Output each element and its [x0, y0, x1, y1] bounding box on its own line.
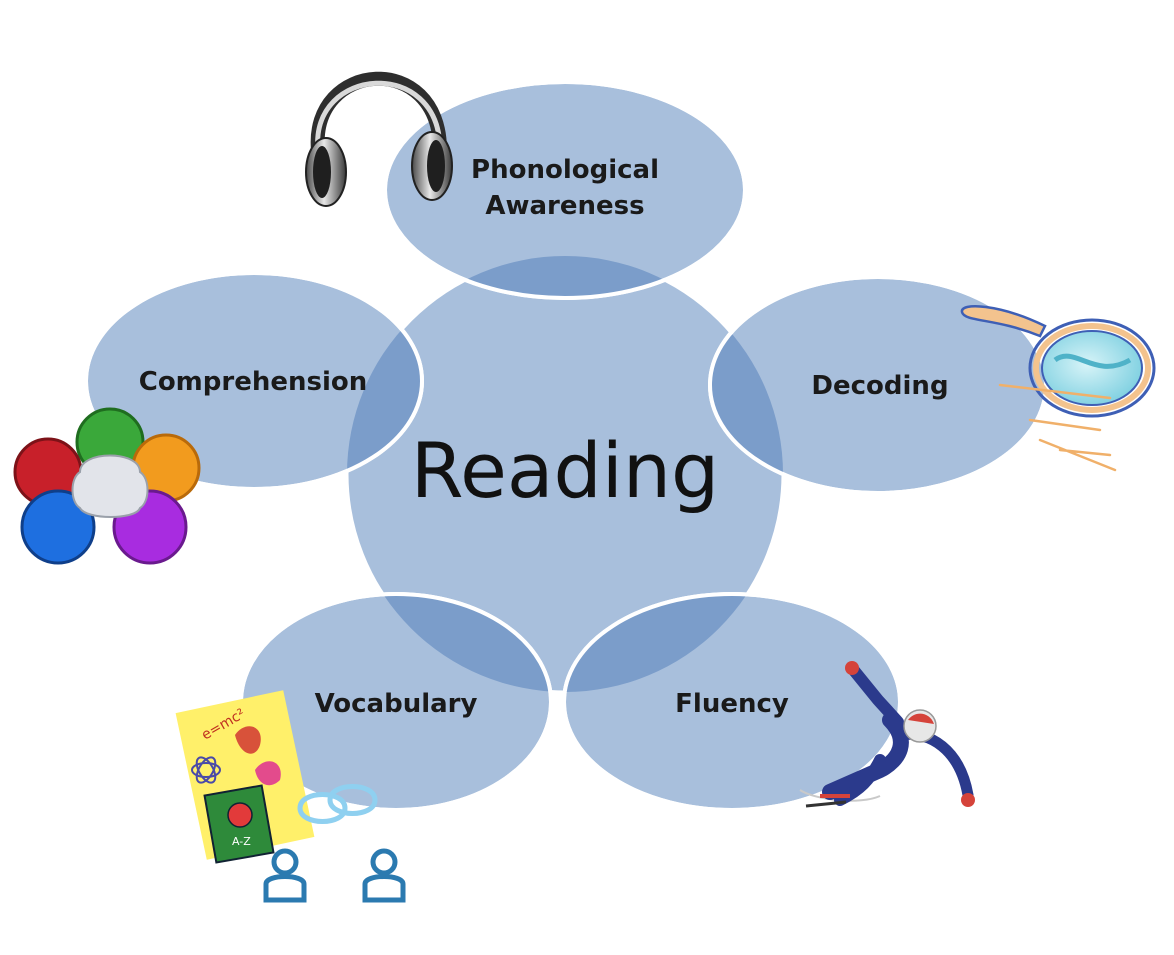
overlap-fluency [564, 594, 783, 692]
label-phonological-line1: Phonological [471, 155, 659, 185]
label-phonological-line2: Awareness [485, 191, 644, 221]
center-label: Reading [411, 426, 720, 515]
speed-skater-icon [799, 661, 975, 808]
overlap-regions [347, 256, 783, 692]
headphones-icon [305, 71, 453, 207]
magnifying-glass-icon [960, 304, 1156, 472]
label-decoding: Decoding [811, 371, 948, 401]
label-comprehension: Comprehension [139, 367, 368, 397]
book-letters: A-Z [232, 835, 251, 848]
book-and-speech-icon: e=mc² A-Z [175, 690, 406, 903]
label-vocabulary: Vocabulary [315, 689, 478, 719]
label-fluency: Fluency [675, 689, 789, 719]
overlap-vocabulary [347, 594, 551, 692]
puzzle-flower-icon [13, 407, 201, 565]
